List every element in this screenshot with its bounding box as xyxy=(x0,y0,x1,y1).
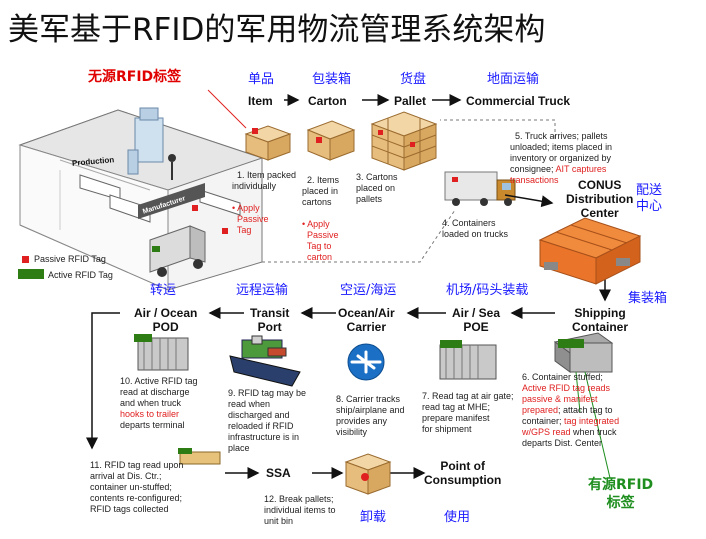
legend-active-swatch xyxy=(18,269,44,279)
stage-commercial-truck: Commercial Truck xyxy=(466,94,571,108)
stage-carrier: Ocean/Air Carrier xyxy=(338,306,395,334)
poe-container-illustration xyxy=(439,340,497,380)
stage-shipping-container: Shipping Container xyxy=(572,306,629,334)
note-2-text: 2. Items placed in cartons xyxy=(302,175,340,207)
label-cn-dist-center: 配送 中心 xyxy=(636,183,663,214)
stage-ssa: SSA xyxy=(266,466,291,480)
ship-illustration xyxy=(229,335,301,387)
note-1-tag: • Apply Passive Tag xyxy=(232,203,269,235)
shipping-container-illustration xyxy=(553,332,614,373)
carton-illustration xyxy=(244,125,292,161)
note-2-tag: • Apply Passive Tag to carton xyxy=(302,219,339,262)
note-11: 11. RFID tag read upon arrival at Dis. C… xyxy=(90,460,184,514)
note-10-b: hooks to trailer xyxy=(120,409,180,419)
label-cn-container: 集装箱 xyxy=(628,291,668,306)
label-cn-unload: 卸载 xyxy=(360,510,387,525)
note-10-a: 10. Active RFID tag read at discharge an… xyxy=(120,376,198,408)
ssa-pallet-illustration xyxy=(344,453,392,495)
stage-pod: Air / Ocean POD xyxy=(134,306,198,334)
legend-passive-swatch xyxy=(22,256,29,263)
label-cn-pod: 转运 xyxy=(150,283,177,298)
stage-poe: Air / Sea POE xyxy=(452,306,501,334)
note-5: 5. Truck arrives; pallets unloaded; item… xyxy=(510,120,612,186)
stage-carton: Carton xyxy=(308,94,347,108)
legend-passive-label: Passive RFID Tag xyxy=(34,254,106,264)
note-2: 2. Items placed in cartons • Apply Passi… xyxy=(302,164,362,274)
note-6-b: Active RFID tag reads passive & manifest… xyxy=(522,383,611,415)
note-6-a: 6. Container stuffed; xyxy=(522,372,603,382)
note-6: 6. Container stuffed; Active RFID tag re… xyxy=(522,372,619,449)
page-title: 美军基于RFID的军用物流管理系统架构 xyxy=(8,12,546,48)
label-cn-use: 使用 xyxy=(444,510,471,525)
stage-item: Item xyxy=(248,94,273,108)
note-12: 12. Break pallets; individual items to u… xyxy=(264,494,336,526)
legend-active-label: Active RFID Tag xyxy=(48,270,113,280)
label-cn-carrier: 空运/海运 xyxy=(340,283,397,298)
note-9: 9. RFID tag may be read when discharged … xyxy=(228,388,307,453)
note-1-text: 1. Item packed individually xyxy=(232,170,297,191)
note-10-c: departs terminal xyxy=(120,420,185,430)
stage-transit-port: Transit Port xyxy=(250,306,290,334)
label-cn-transit: 远程运输 xyxy=(236,283,289,298)
note-8: 8. Carrier tracks ship/airplane and prov… xyxy=(336,394,405,437)
note-10: 10. Active RFID tag read at discharge an… xyxy=(120,376,198,431)
note-6-d: tag integrated w/GPS read xyxy=(522,416,620,437)
label-cn-air-sea-poe: 机场/码头装载 xyxy=(446,283,529,298)
note-4: 4. Containers loaded on trucks xyxy=(442,218,509,239)
note-5-text: 5. Truck arrives; pallets unloaded; item… xyxy=(510,131,613,174)
label-cn-active-tag: 有源RFID 标签 xyxy=(588,477,654,511)
factory-illustration xyxy=(18,107,264,291)
note-1: 1. Item packed individually • Apply Pass… xyxy=(232,159,304,247)
airplane-icon xyxy=(347,343,385,381)
truck-illustration xyxy=(444,171,516,206)
note-6-e: when truck departs Dist. Center xyxy=(522,427,617,448)
stage-conus: CONUS Distribution Center xyxy=(566,178,634,220)
ssa-container-illustration xyxy=(178,448,221,465)
stage-pallet: Pallet xyxy=(394,94,427,108)
label-cn-passive-tag: 无源RFID标签 xyxy=(88,69,182,85)
note-5-red: AIT captures transactions xyxy=(510,164,607,185)
carton-box-illustration xyxy=(306,120,356,161)
label-cn-truck: 地面运输 xyxy=(487,72,540,87)
note-6-c: ; attach tag to container; xyxy=(522,405,613,426)
pod-container-illustration xyxy=(134,334,189,371)
distribution-center-illustration xyxy=(538,217,642,285)
note-3: 3. Cartons placed on pallets xyxy=(356,172,398,204)
label-cn-carton: 包装箱 xyxy=(312,72,352,87)
label-cn-item: 单品 xyxy=(248,72,275,87)
note-7: 7. Read tag at air gate; read tag at MHE… xyxy=(422,391,514,434)
pallet-illustration xyxy=(370,111,438,171)
stage-point-of-consumption: Point of Consumption xyxy=(424,459,502,487)
label-cn-pallet: 货盘 xyxy=(400,72,427,87)
